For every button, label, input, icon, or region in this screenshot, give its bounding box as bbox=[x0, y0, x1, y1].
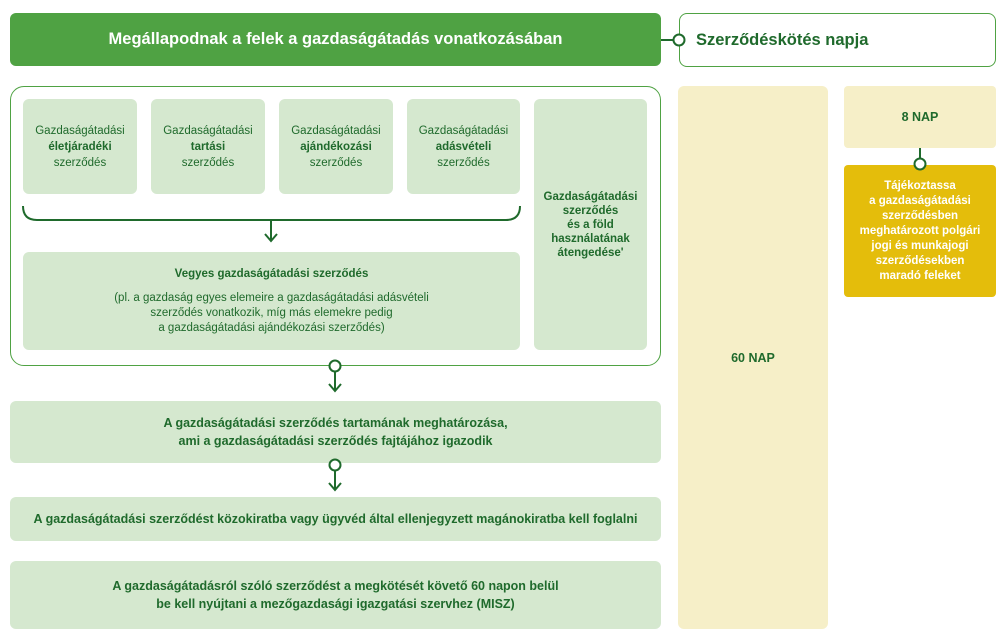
contract-type-line: Gazdaságátadási bbox=[418, 124, 509, 137]
arrow-head-to-step-1 bbox=[328, 383, 342, 393]
header-title: Megállapodnak a felek a gazdaságátadás v… bbox=[108, 30, 563, 48]
contract-type-keyword: tartási bbox=[190, 140, 226, 153]
step-duration-box: A gazdaságátadási szerződés tartamának m… bbox=[10, 401, 661, 463]
land-use-line: Gazdaságátadási bbox=[543, 190, 638, 203]
step-line: A gazdaságátadási szerződés tartamának m… bbox=[163, 416, 508, 430]
contract-type-line: Gazdaságátadási bbox=[35, 124, 125, 137]
contract-type-keyword: adásvételi bbox=[435, 140, 492, 153]
inform-line: maradó feleket bbox=[879, 269, 961, 282]
contract-type-sale: Gazdaságátadási adásvételi szerződés bbox=[407, 99, 520, 194]
inform-line: szerződésekben bbox=[875, 254, 965, 267]
mixed-contract-line: (pl. a gazdaság egyes elemeire a gazdasá… bbox=[114, 291, 429, 304]
deadline-60-days-label: 60 NAP bbox=[731, 350, 775, 365]
deadline-8-days-box: 8 NAP bbox=[844, 86, 996, 148]
contract-type-line: szerződés bbox=[437, 156, 490, 169]
land-use-line: használatának bbox=[551, 232, 630, 245]
arrow-head-to-step-2 bbox=[328, 482, 342, 492]
inform-line: meghatározott polgári bbox=[859, 224, 981, 237]
contract-type-line: Gazdaságátadási bbox=[163, 124, 253, 137]
inform-line: jogi és munkajogi bbox=[871, 239, 969, 252]
contract-type-gift: Gazdaságátadási ajándékozási szerződés bbox=[279, 99, 393, 194]
inform-parties-box: Tájékoztassa a gazdaságátadási szerződés… bbox=[844, 165, 996, 297]
inform-line: Tájékoztassa bbox=[884, 179, 956, 192]
contract-type-maintenance: Gazdaságátadási tartási szerződés bbox=[151, 99, 265, 194]
contract-type-keyword: életjáradéki bbox=[48, 140, 112, 153]
step-document-form-box: A gazdaságátadási szerződést közokiratba… bbox=[10, 497, 661, 541]
contract-type-line: Gazdaságátadási bbox=[291, 124, 381, 137]
contract-type-keyword: ajándékozási bbox=[300, 140, 372, 153]
step-line: ami a gazdaságátadási szerződés fajtájáh… bbox=[178, 434, 493, 448]
deadline-60-days-column: 60 NAP bbox=[678, 86, 828, 629]
contract-type-line: szerződés bbox=[309, 156, 363, 169]
mixed-contract-line: a gazdaságátadási ajándékozási szerződés… bbox=[158, 321, 385, 334]
step-line: be kell nyújtani a mezőgazdasági igazgat… bbox=[156, 597, 515, 611]
inform-line: szerződésben bbox=[881, 209, 959, 222]
contract-type-annuity: Gazdaságátadási életjáradéki szerződés bbox=[23, 99, 137, 194]
step-line: A gazdaságátadási szerződést közokiratba… bbox=[33, 512, 638, 526]
contract-type-line: szerződés bbox=[181, 156, 235, 169]
land-use-line: szerződés bbox=[562, 204, 619, 217]
contract-date-box: Szerződéskötés napja bbox=[679, 13, 996, 67]
deadline-8-days-label: 8 NAP bbox=[901, 110, 939, 124]
contract-date-label: Szerződéskötés napja bbox=[696, 30, 869, 49]
contract-type-line: szerződés bbox=[53, 156, 107, 169]
inform-line: a gazdaságátadási bbox=[869, 194, 971, 207]
header-title-box: Megállapodnak a felek a gazdaságátadás v… bbox=[10, 13, 661, 66]
mixed-contract-title: Vegyes gazdaságátadási szerződés bbox=[174, 267, 369, 280]
mixed-contract-line: szerződés vonatkozik, míg más elemekre p… bbox=[150, 306, 393, 319]
step-line: A gazdaságátadásról szóló szerződést a m… bbox=[112, 579, 559, 593]
step-submission-box: A gazdaságátadásról szóló szerződést a m… bbox=[10, 561, 661, 629]
land-use-contract-box: Gazdaságátadási szerződés és a föld hasz… bbox=[534, 99, 647, 350]
land-use-line: és a föld bbox=[567, 218, 614, 231]
land-use-line: átengedése' bbox=[557, 246, 624, 259]
mixed-contract-box: Vegyes gazdaságátadási szerződés (pl. a … bbox=[23, 252, 520, 350]
